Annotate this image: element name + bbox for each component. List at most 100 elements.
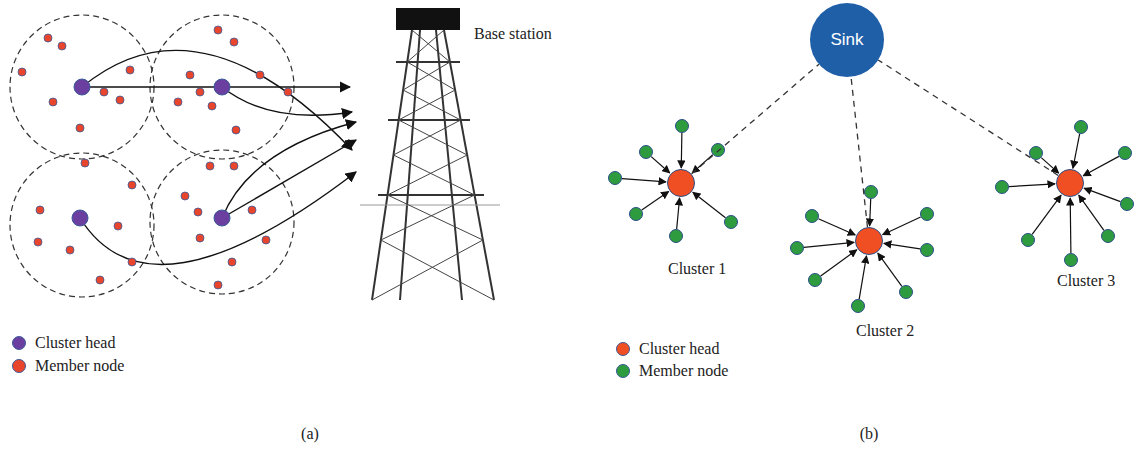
member-link: [821, 250, 857, 276]
legend-text: Member node: [35, 356, 124, 375]
member-node: [49, 98, 57, 106]
member-node: [58, 42, 66, 50]
member-node: [284, 88, 292, 96]
member-node: [256, 71, 264, 79]
cluster-head: Cluster 3: [1056, 169, 1084, 197]
member-node: [1065, 254, 1078, 267]
member-node: [194, 208, 202, 216]
cluster-head: Cluster 2: [855, 227, 883, 255]
member-link: [1009, 184, 1055, 187]
member-node: [100, 88, 108, 96]
member-link: [622, 179, 666, 182]
member-node: [186, 71, 194, 79]
member-node: [676, 120, 689, 133]
cluster-head: [74, 79, 90, 95]
legend-text: Member node: [639, 361, 728, 380]
member-node: [712, 144, 725, 157]
member-node: [114, 222, 122, 230]
member-node: [1075, 121, 1088, 134]
base-station-tower: [360, 8, 500, 300]
cluster-head: [214, 79, 230, 95]
member-node: [66, 246, 74, 254]
member-node: [1030, 147, 1043, 160]
member-node: [214, 281, 222, 289]
legend-entry: Cluster head: [616, 339, 719, 358]
member-node: [44, 34, 52, 42]
member-link: [1084, 188, 1120, 201]
member-node: [208, 102, 216, 110]
member-link: [1073, 134, 1080, 168]
member-node: [230, 162, 238, 170]
member-node: [1119, 147, 1132, 160]
member-link: [804, 242, 854, 247]
legend-entry: Member node: [616, 361, 728, 380]
member-node: [921, 208, 934, 221]
uplink-arrow: [80, 50, 356, 264]
member-node: [18, 68, 26, 76]
member-link: [642, 192, 669, 211]
member-node: [81, 159, 89, 167]
member-node: [900, 286, 913, 299]
member-node: [196, 234, 204, 242]
uplink-dashed: [851, 77, 867, 227]
member-node: [791, 242, 804, 255]
member-node: [232, 126, 240, 134]
member-link: [651, 157, 670, 173]
member-node: [128, 181, 136, 189]
member-node: [128, 258, 136, 266]
member-link: [859, 256, 866, 299]
member-node: [230, 38, 238, 46]
member-node: [609, 172, 622, 185]
member-node: [214, 26, 222, 34]
legend-swatch: [12, 336, 26, 350]
member-node: [248, 206, 256, 214]
uplink-dashed: [692, 64, 819, 174]
member-node: [806, 210, 819, 223]
member-link: [677, 198, 680, 229]
member-node: [640, 146, 653, 159]
member-node: [126, 66, 134, 74]
legend-text: Cluster head: [639, 339, 719, 358]
member-node: [630, 208, 643, 221]
member-node: [852, 300, 865, 313]
member-node: [96, 276, 104, 284]
member-node: [1102, 230, 1115, 243]
member-link: [1032, 195, 1061, 234]
member-link: [1070, 198, 1072, 253]
member-node: [116, 96, 124, 104]
legend-swatch: [616, 364, 630, 378]
member-node: [262, 236, 270, 244]
member-node: [34, 238, 42, 246]
member-link: [1083, 156, 1119, 175]
uplink-dashed: [878, 60, 1058, 175]
member-node: [1022, 234, 1035, 247]
cluster-label: Cluster 2: [856, 321, 914, 340]
base-station-label: Base station: [474, 24, 552, 43]
member-node: [996, 181, 1009, 194]
member-link: [1079, 195, 1104, 230]
member-node: [670, 230, 683, 243]
member-link: [883, 217, 921, 235]
legend-entry: Cluster head: [12, 333, 115, 352]
legend-entry: Member node: [12, 356, 124, 375]
member-node: [206, 162, 214, 170]
panel-caption: (b): [860, 424, 879, 443]
member-node: [36, 206, 44, 214]
member-link: [1041, 158, 1059, 173]
cluster-head: [214, 210, 230, 226]
member-node: [181, 192, 189, 200]
legend-swatch: [12, 359, 26, 373]
node-label: Sink: [830, 30, 863, 50]
member-node: [725, 216, 738, 229]
member-link: [818, 219, 855, 235]
member-node: [865, 186, 878, 199]
cluster-range: [10, 15, 294, 297]
legend-text: Cluster head: [35, 333, 115, 352]
legend-swatch: [616, 342, 630, 356]
panel-caption: (a): [301, 424, 319, 443]
member-link: [884, 243, 920, 249]
member-node: [76, 124, 84, 132]
member-link: [681, 133, 683, 168]
member-node: [196, 88, 204, 96]
